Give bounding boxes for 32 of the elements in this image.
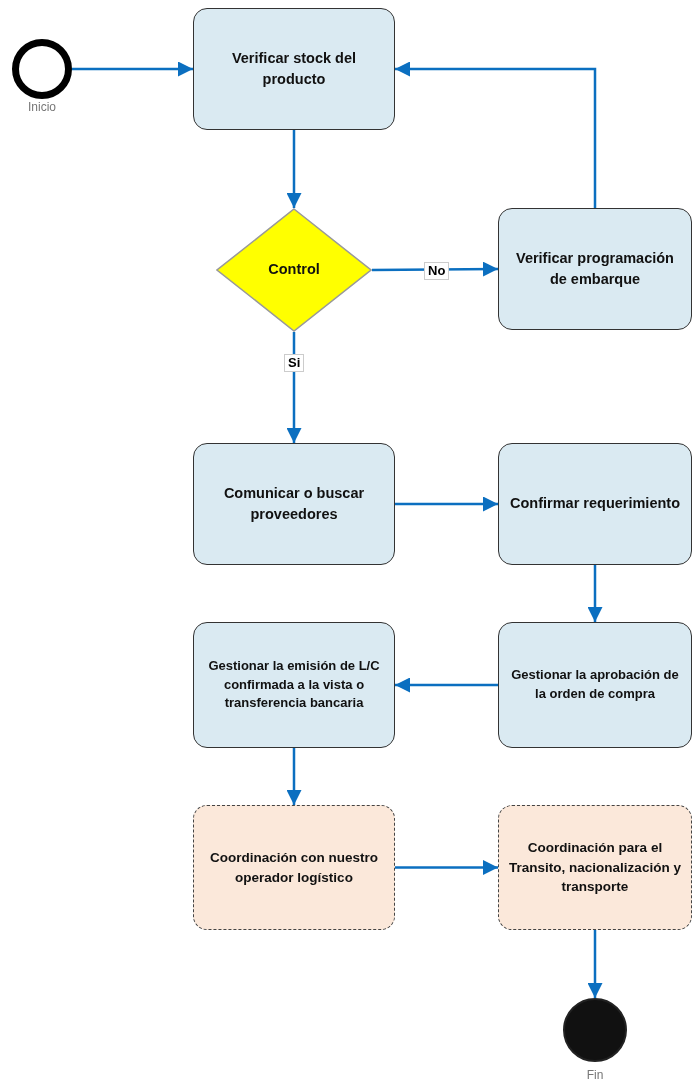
process-box	[193, 443, 395, 565]
process-box	[498, 805, 692, 930]
process-box	[498, 443, 692, 565]
arrow	[395, 61, 597, 208]
node-label: Confirmar requerimiento	[510, 494, 680, 514]
process-box	[193, 622, 395, 748]
arrow	[395, 496, 498, 512]
edge-label: Si	[284, 354, 305, 372]
process-box	[193, 805, 395, 930]
node-label: Gestionar la aprobación de la orden de compra	[510, 666, 680, 703]
node-label: Coordinación para el Transito, nacionalización y transporte	[508, 839, 682, 897]
process-box	[498, 208, 692, 330]
arrow	[72, 61, 193, 77]
node-caption: Fin	[586, 1068, 604, 1082]
arrow	[286, 748, 302, 805]
arrow	[395, 860, 498, 875]
decision-diamond	[216, 208, 372, 332]
node-label: Comunicar o buscar proveedores	[222, 484, 366, 524]
node-caption: Inicio	[28, 100, 56, 114]
arrow	[395, 677, 498, 693]
process-box	[498, 622, 692, 748]
node-label: Gestionar la emisión de L/C confirmada a la vista o transferencia bancaria	[207, 656, 381, 713]
arrow	[587, 565, 603, 622]
arrow	[286, 332, 302, 443]
arrow	[286, 130, 302, 208]
node-label: Coordinación con nuestro operador logístico	[209, 848, 379, 887]
node-label: Verificar stock del producto	[230, 49, 358, 89]
edge-label: No	[424, 262, 450, 280]
process-box	[193, 8, 395, 130]
node-label: Control	[268, 260, 320, 280]
node-label: Verificar programación de embarque	[515, 249, 675, 289]
arrow	[587, 930, 603, 998]
